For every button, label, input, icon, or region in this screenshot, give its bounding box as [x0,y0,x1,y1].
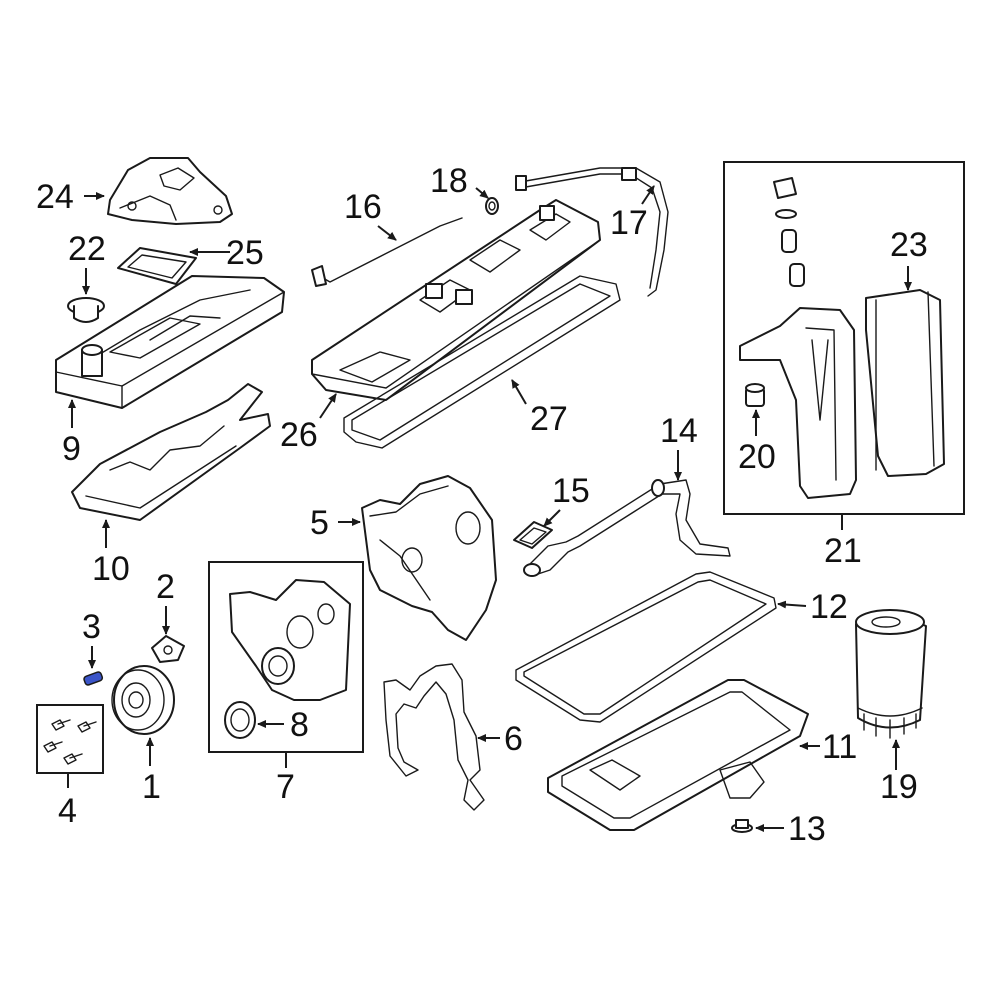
callout-22: 22 [68,230,106,268]
callout-15: 15 [552,472,590,510]
part-25-gasket[interactable] [117,247,197,285]
callout-10: 10 [92,550,130,588]
callout-13: 13 [788,810,826,848]
callout-6: 6 [504,720,523,758]
part-24-bracket[interactable] [107,157,233,225]
callout-27: 27 [530,400,568,438]
group-box-21 [723,161,965,515]
part-27-gasket[interactable] [343,275,621,449]
callout-12: 12 [810,588,848,626]
part-11-oil-pan[interactable] [547,679,809,831]
leader-lines [67,185,912,832]
part-10-baffle[interactable] [71,383,271,521]
part-16-dipstick[interactable] [311,217,463,287]
callout-14: 14 [660,412,698,450]
callout-18: 18 [430,162,468,200]
part-6-gasket[interactable] [383,663,485,811]
callout-1: 1 [142,768,161,806]
part-21-oil-cooler-assembly[interactable] [739,177,945,499]
callout-4: 4 [58,792,77,830]
group-box-4 [36,704,104,774]
callout-3: 3 [82,608,101,646]
part-5-front-cover[interactable] [361,475,497,641]
part-13-drain-plug[interactable] [731,819,753,833]
callout-11: 11 [822,728,857,766]
part-12-pan-gasket[interactable] [515,571,777,723]
part-19-oil-filter[interactable] [855,609,927,739]
part-1-pulley[interactable] [111,665,175,735]
callout-21: 21 [824,532,862,570]
callout-16: 16 [344,188,382,226]
part-7-timing-cover[interactable] [229,579,351,701]
callout-23: 23 [890,226,928,264]
part-26-cover-plate[interactable] [311,199,601,401]
callout-8: 8 [290,706,309,744]
callout-numbers: 24 25 22 9 10 2 3 4 1 7 8 5 6 11 12 13 1… [36,162,928,848]
callout-7: 7 [276,768,295,806]
callout-26: 26 [280,416,318,454]
part-22-oil-cap[interactable] [67,297,105,323]
callout-17: 17 [610,204,648,242]
callout-5: 5 [310,504,329,542]
callout-25: 25 [226,234,264,272]
callout-19: 19 [880,768,918,806]
part-3-dowel[interactable] [83,671,104,686]
part-9-valve-cover[interactable] [55,275,285,409]
part-2-plate[interactable] [151,635,185,663]
callout-24: 24 [36,178,74,216]
callout-2: 2 [156,568,175,606]
part-15-gasket[interactable] [513,521,553,549]
part-20-plug[interactable] [745,383,765,407]
callout-9: 9 [62,430,81,468]
part-8-seal[interactable] [224,701,256,739]
part-4-bolts[interactable] [43,719,97,765]
part-18-o-ring[interactable] [485,197,499,215]
callout-20: 20 [738,438,776,476]
part-14-pickup-tube[interactable] [523,479,731,577]
